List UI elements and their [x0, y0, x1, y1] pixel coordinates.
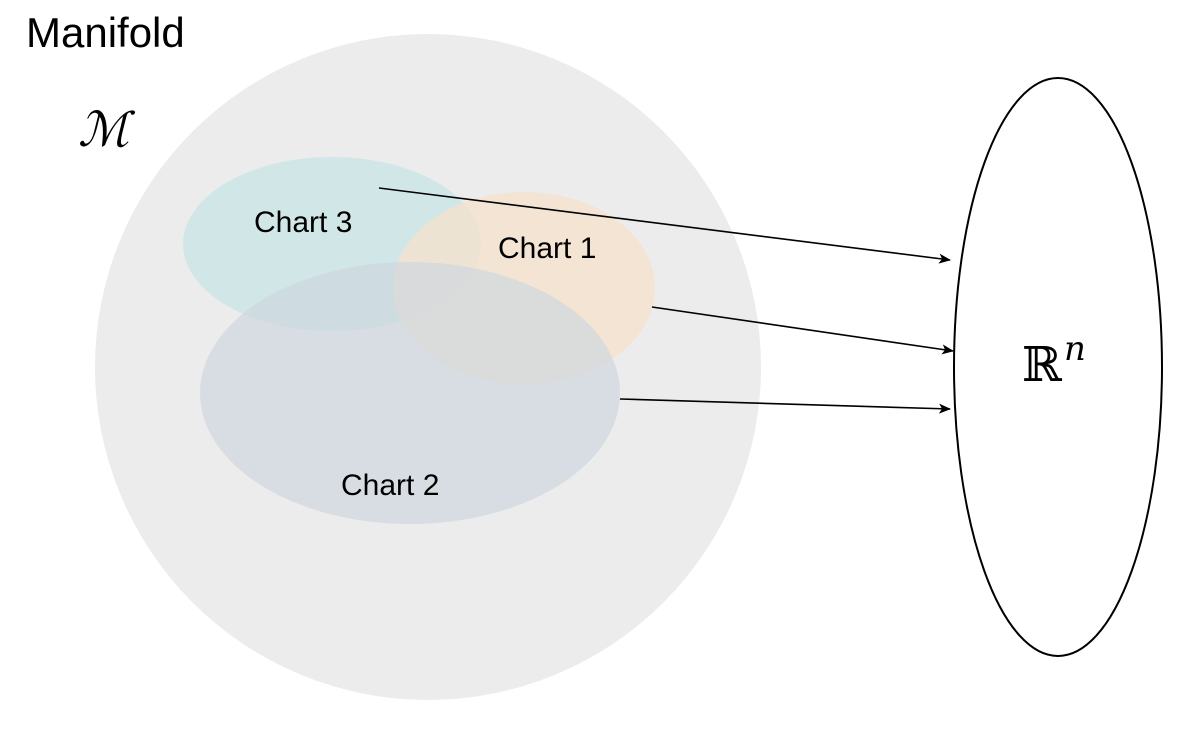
chart-3-label: Chart 3	[254, 206, 352, 239]
chart-2-label: Chart 2	[341, 469, 439, 502]
target-space-symbol: ℝ	[1022, 337, 1062, 393]
arrow-chart-1-to-rn	[651, 306, 954, 355]
target-space-ellipse	[953, 77, 1163, 657]
arrow-chart-3-to-rn	[378, 187, 951, 264]
page-title: Manifold	[26, 9, 185, 56]
arrow-chart-2-to-rn	[619, 398, 951, 414]
manifold-symbol: ℳ	[78, 102, 136, 158]
target-space-exponent: n	[1064, 329, 1086, 369]
chart-2-region	[200, 262, 620, 524]
chart-1-label: Chart 1	[498, 232, 596, 265]
